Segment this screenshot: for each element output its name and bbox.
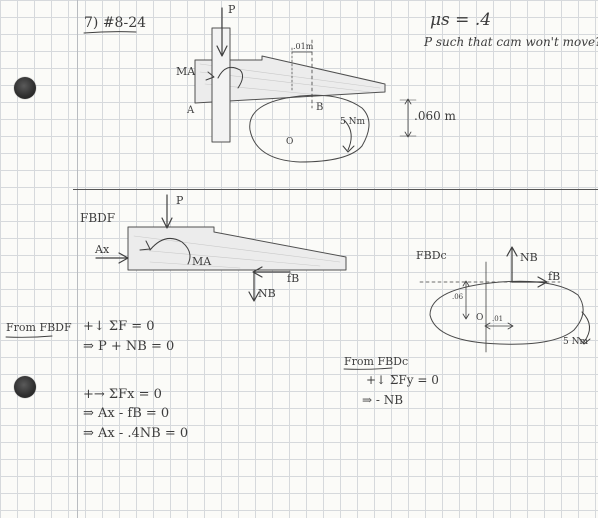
equation-f-5: ⇒ Ax - .4NB = 0 (83, 426, 189, 441)
top-cam (250, 95, 416, 162)
top-dim-label: .01m (293, 42, 314, 51)
fbd-c-friction: fB (548, 270, 561, 283)
fbd-c-moment: 5 Nm (563, 337, 588, 347)
fbd-f-sketch (96, 195, 346, 301)
section-divider (73, 189, 598, 190)
problem-number-underline (84, 32, 136, 33)
top-moment-cam-label: 5 Nm (340, 117, 365, 127)
fbd-f-moment-a: MA (192, 255, 212, 268)
problem-question: P such that cam won't move? (424, 35, 598, 49)
problem-number: 7) #8-24 (84, 15, 147, 31)
equation-f-3: +→ ΣFx = 0 (83, 387, 162, 402)
fbd-f-friction: fB (287, 272, 300, 285)
from-fbd-c-underline (344, 368, 392, 369)
top-origin-label: O (286, 137, 294, 147)
fbd-f-title: FBDF (80, 211, 116, 225)
from-fbd-f-underline (6, 336, 52, 337)
fbd-f-force-ax: Ax (95, 243, 110, 256)
fbd-c-normal: NB (520, 251, 538, 264)
fbd-c-origin: O (476, 313, 484, 323)
punch-hole-bottom (14, 376, 36, 398)
equation-c-1: +↓ ΣFy = 0 (366, 373, 439, 387)
top-force-p-label: P (228, 3, 236, 16)
fbd-c-sketch (420, 247, 590, 352)
fbd-c-title: FBDc (416, 249, 447, 262)
equation-f-1: +↓ ΣF = 0 (83, 319, 155, 334)
punch-hole-top (14, 77, 36, 99)
top-dim-side-label: .060 m (414, 109, 456, 123)
fbd-c-dim-horiz: .01 (492, 315, 504, 323)
equation-f-2: ⇒ P + NB = 0 (83, 339, 175, 354)
top-moment-a-label: MA (176, 65, 196, 78)
equation-c-2: ⇒ - NB (362, 393, 404, 407)
fbd-f-force-p: P (176, 194, 184, 207)
top-point-a-label: A (187, 105, 195, 116)
equations-c-heading: From FBDc (344, 355, 409, 368)
top-point-b-label: B (316, 102, 324, 113)
fbd-c-dim-vert: .06 (452, 293, 464, 301)
fbd-f-normal: NB (258, 287, 276, 300)
equation-f-4: ⇒ Ax - fB = 0 (83, 406, 170, 421)
margin-line (77, 0, 78, 518)
top-follower-arm (195, 8, 385, 142)
equations-f-heading: From FBDF (6, 321, 72, 334)
mu-label: μs = .4 (430, 10, 492, 30)
